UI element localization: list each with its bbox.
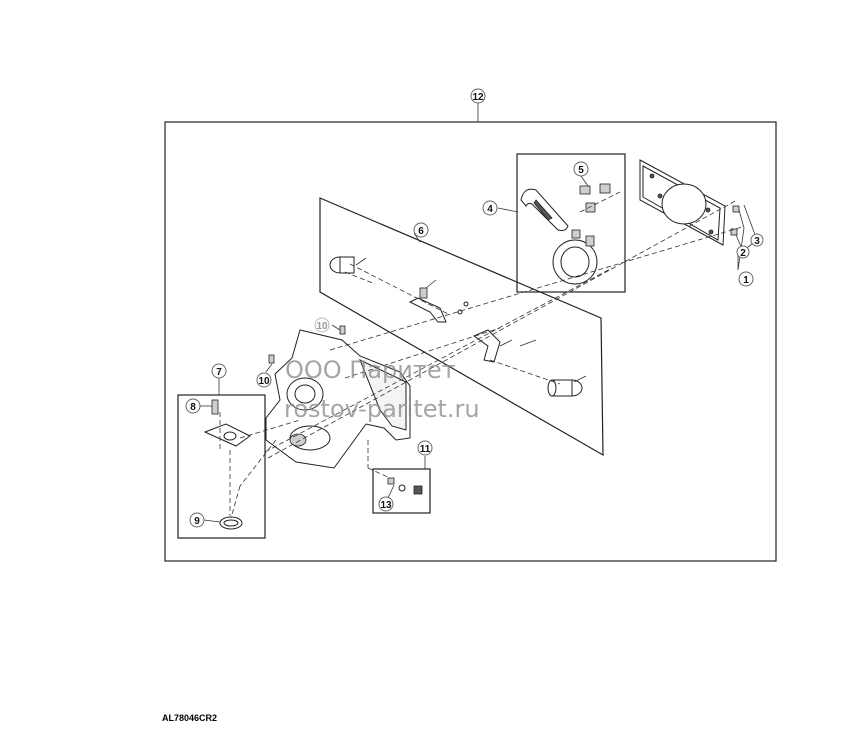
svg-text:12: 12 bbox=[472, 92, 484, 103]
svg-text:9: 9 bbox=[194, 516, 200, 527]
group-7-box bbox=[177, 394, 266, 539]
callout-2: 2 bbox=[736, 245, 750, 259]
fittings bbox=[571, 183, 611, 239]
callout-5: 5 bbox=[573, 161, 589, 177]
figure-code: AL78046CR2 bbox=[162, 713, 217, 723]
watermark-url: rostov-paritet.ru bbox=[284, 395, 480, 423]
snap-ring bbox=[219, 516, 243, 530]
pin-10-faded bbox=[339, 325, 346, 335]
group-11-box bbox=[372, 468, 431, 514]
svg-text:8: 8 bbox=[190, 402, 196, 413]
plate-bolts bbox=[730, 205, 740, 236]
watermark-company: ООО Паритет bbox=[285, 356, 456, 384]
ball-1 bbox=[463, 301, 469, 307]
svg-text:5: 5 bbox=[578, 165, 584, 176]
callout-10-faded: 10 bbox=[314, 317, 330, 333]
svg-text:6: 6 bbox=[418, 226, 424, 237]
callout-1: 1 bbox=[738, 271, 754, 287]
release-handle bbox=[520, 188, 569, 231]
svg-text:13: 13 bbox=[380, 500, 392, 511]
grease-fittings bbox=[387, 477, 423, 495]
retainer-ring bbox=[552, 235, 598, 285]
callout-4: 4 bbox=[482, 200, 498, 216]
group-6-outline bbox=[319, 197, 604, 457]
svg-text:1: 1 bbox=[743, 275, 749, 286]
callout-11: 11 bbox=[417, 440, 433, 456]
callout-7: 7 bbox=[211, 363, 227, 379]
callout-13: 13 bbox=[378, 496, 394, 512]
assembly-frame bbox=[164, 121, 777, 562]
svg-text:3: 3 bbox=[754, 236, 760, 247]
lever-upper bbox=[408, 279, 447, 323]
svg-text:10: 10 bbox=[258, 376, 270, 387]
svg-text:4: 4 bbox=[487, 204, 493, 215]
svg-text:2: 2 bbox=[740, 248, 746, 259]
group-4-box bbox=[516, 153, 626, 293]
callout-6: 6 bbox=[413, 222, 429, 238]
svg-text:10: 10 bbox=[316, 321, 328, 332]
callout-9: 9 bbox=[189, 512, 205, 528]
mounting-plate bbox=[639, 159, 726, 246]
callout-8: 8 bbox=[185, 398, 201, 414]
cylinder-left bbox=[329, 256, 367, 274]
pin-10 bbox=[268, 354, 275, 364]
callout-12: 12 bbox=[470, 88, 486, 104]
callout-3: 3 bbox=[750, 233, 764, 247]
latch-plate bbox=[203, 399, 251, 447]
callout-10: 10 bbox=[256, 372, 272, 388]
svg-text:7: 7 bbox=[216, 367, 222, 378]
cylinder-right bbox=[547, 375, 587, 397]
lever-lower bbox=[472, 329, 537, 363]
svg-text:11: 11 bbox=[420, 444, 431, 455]
